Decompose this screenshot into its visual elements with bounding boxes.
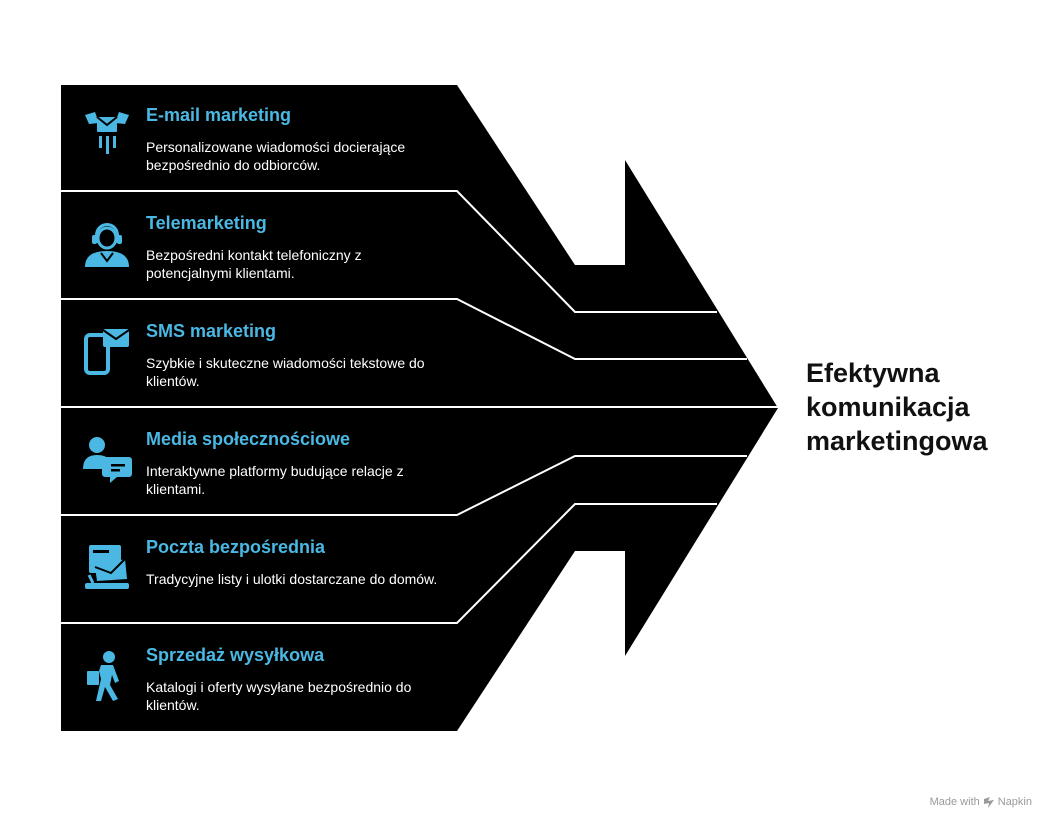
email-icon bbox=[85, 112, 129, 154]
divider-line bbox=[61, 190, 717, 313]
channel-telemarketing: Telemarketing Bezpośredni kontakt telefo… bbox=[61, 193, 461, 301]
channel-description: Katalogi i oferty wysyłane bezpośrednio … bbox=[146, 679, 412, 713]
watermark-prefix: Made with bbox=[929, 796, 980, 808]
users-chat-icon bbox=[83, 437, 132, 483]
channel-description: Tradycyjne listy i ulotki dostarczane do… bbox=[146, 571, 438, 587]
watermark-brand: Napkin bbox=[997, 796, 1032, 808]
channel-social-media: Media społecznościowe Interaktywne platf… bbox=[61, 409, 461, 517]
channel-description: Interaktywne platformy budujące relacje … bbox=[146, 463, 404, 497]
channel-title: Poczta bezpośrednia bbox=[146, 537, 326, 557]
channel-direct-mail: Poczta bezpośrednia Tradycyjne listy i u… bbox=[61, 517, 461, 625]
divider-line bbox=[61, 298, 747, 360]
delivery-person-icon bbox=[87, 651, 119, 701]
mailbox-icon bbox=[85, 545, 129, 589]
channel-mail-order: Sprzedaż wysyłkowa Katalogi i oferty wys… bbox=[61, 625, 461, 733]
channel-title: Media społecznościowe bbox=[146, 429, 351, 449]
channel-title: Sprzedaż wysyłkowa bbox=[146, 645, 325, 665]
divider-line bbox=[61, 455, 747, 516]
phone-message-icon bbox=[84, 329, 130, 375]
channel-title: E-mail marketing bbox=[146, 105, 292, 125]
channel-title: Telemarketing bbox=[146, 213, 267, 233]
channel-email: E-mail marketing Personalizowane wiadomo… bbox=[61, 85, 461, 193]
channel-sms: SMS marketing Szybkie i skuteczne wiadom… bbox=[61, 301, 461, 409]
divider-lines bbox=[61, 190, 778, 624]
watermark: Made with Napkin bbox=[930, 796, 1032, 808]
channel-title: SMS marketing bbox=[146, 321, 277, 341]
channel-description: Personalizowane wiadomości docierające b… bbox=[146, 139, 406, 173]
call-agent-icon bbox=[85, 223, 129, 267]
napkin-logo-icon bbox=[983, 796, 994, 808]
result-title: Efektywna komunikacja marketingowa bbox=[806, 358, 988, 456]
channel-description: Szybkie i skuteczne wiadomości tekstowe … bbox=[146, 355, 425, 389]
channel-description: Bezpośredni kontakt telefoniczny z poten… bbox=[146, 247, 362, 281]
divider-line bbox=[61, 503, 717, 624]
